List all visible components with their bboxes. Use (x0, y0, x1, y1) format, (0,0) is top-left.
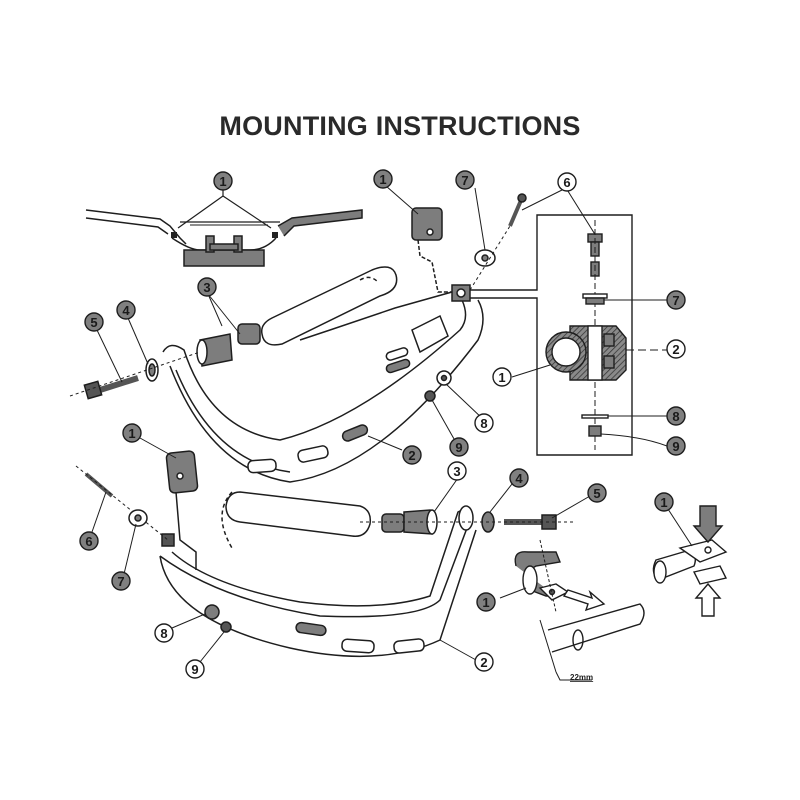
callout: 6 (557, 172, 577, 192)
callout: 2 (474, 652, 494, 672)
svg-text:8: 8 (480, 416, 487, 431)
callout: 1 (213, 171, 233, 191)
bottom-clamp (165, 450, 199, 494)
callout: 1 (122, 423, 142, 443)
callout: 2 (666, 339, 686, 359)
callout: 8 (154, 623, 174, 643)
bottom-nut-9 (220, 621, 232, 633)
svg-text:2: 2 (672, 342, 679, 357)
svg-text:1: 1 (498, 370, 505, 385)
callout: 9 (666, 436, 686, 456)
callout: 9 (449, 437, 469, 457)
svg-text:1: 1 (660, 495, 667, 510)
dimension-label: 22mm (570, 673, 593, 682)
svg-text:4: 4 (515, 471, 523, 486)
page-title: MOUNTING INSTRUCTIONS (219, 111, 581, 141)
svg-text:4: 4 (122, 303, 130, 318)
top-nut-9 (424, 390, 436, 402)
svg-text:6: 6 (563, 175, 570, 190)
press-clamp-bottom (692, 565, 728, 585)
callout: 1 (492, 367, 512, 387)
callout: 5 (587, 483, 607, 503)
svg-text:2: 2 (408, 448, 415, 463)
bottom-assembly (75, 437, 591, 663)
svg-text:1: 1 (482, 595, 489, 610)
svg-text:2: 2 (480, 655, 487, 670)
callout: 6 (79, 531, 99, 551)
svg-text:9: 9 (672, 439, 679, 454)
callout: 4 (116, 300, 136, 320)
svg-text:7: 7 (672, 293, 679, 308)
callout: 5 (84, 312, 104, 332)
callout: 3 (447, 461, 467, 481)
svg-text:9: 9 (191, 662, 198, 677)
top-hand-guard (162, 291, 484, 483)
top-bolt-6 (508, 197, 524, 227)
callout: 2 (402, 445, 422, 465)
section-detail-box (470, 214, 668, 456)
top-assembly (69, 185, 597, 483)
handlebar-tube (547, 603, 645, 653)
handlebar-left-grip (85, 209, 187, 245)
svg-text:5: 5 (90, 315, 97, 330)
svg-text:7: 7 (461, 173, 468, 188)
top-bolt-5 (99, 375, 139, 393)
svg-text:8: 8 (672, 409, 679, 424)
svg-text:1: 1 (219, 174, 226, 189)
bottom-washer-8 (204, 604, 220, 620)
handlebar-mount (183, 249, 265, 267)
svg-text:6: 6 (85, 534, 92, 549)
svg-text:7: 7 (117, 574, 124, 589)
handlebar-right-grip (277, 209, 363, 237)
top-clamp (411, 207, 443, 241)
bottom-bolt-6 (84, 472, 114, 498)
callout: 8 (474, 413, 494, 433)
press-fit-detail (652, 505, 728, 617)
callout: 1 (373, 169, 393, 189)
callout: 7 (111, 571, 131, 591)
svg-text:5: 5 (593, 486, 600, 501)
svg-text:1: 1 (379, 172, 386, 187)
direction-arrow (562, 589, 606, 612)
bottom-grip (225, 491, 372, 537)
callout: 4 (509, 468, 529, 488)
handlebar (85, 190, 363, 267)
svg-text:3: 3 (203, 280, 210, 295)
press-arrow-down (692, 505, 724, 544)
callout: 7 (666, 290, 686, 310)
callout: 1 (654, 492, 674, 512)
svg-text:9: 9 (455, 440, 462, 455)
callout: 9 (185, 659, 205, 679)
svg-text:1: 1 (128, 426, 135, 441)
svg-text:8: 8 (160, 626, 167, 641)
callout: 7 (455, 170, 475, 190)
clamp-position-detail (499, 539, 645, 681)
callouts: 1 1 7 6 3 4 5 2 8 9 7 2 1 8 9 1 6 7 3 4 … (79, 169, 686, 679)
press-arrow-up (694, 582, 722, 617)
callout: 1 (476, 592, 496, 612)
bottom-sleeve-3 (381, 513, 405, 533)
svg-text:3: 3 (453, 464, 460, 479)
top-grip (260, 266, 398, 346)
callout: 8 (666, 406, 686, 426)
callout: 3 (197, 277, 217, 297)
